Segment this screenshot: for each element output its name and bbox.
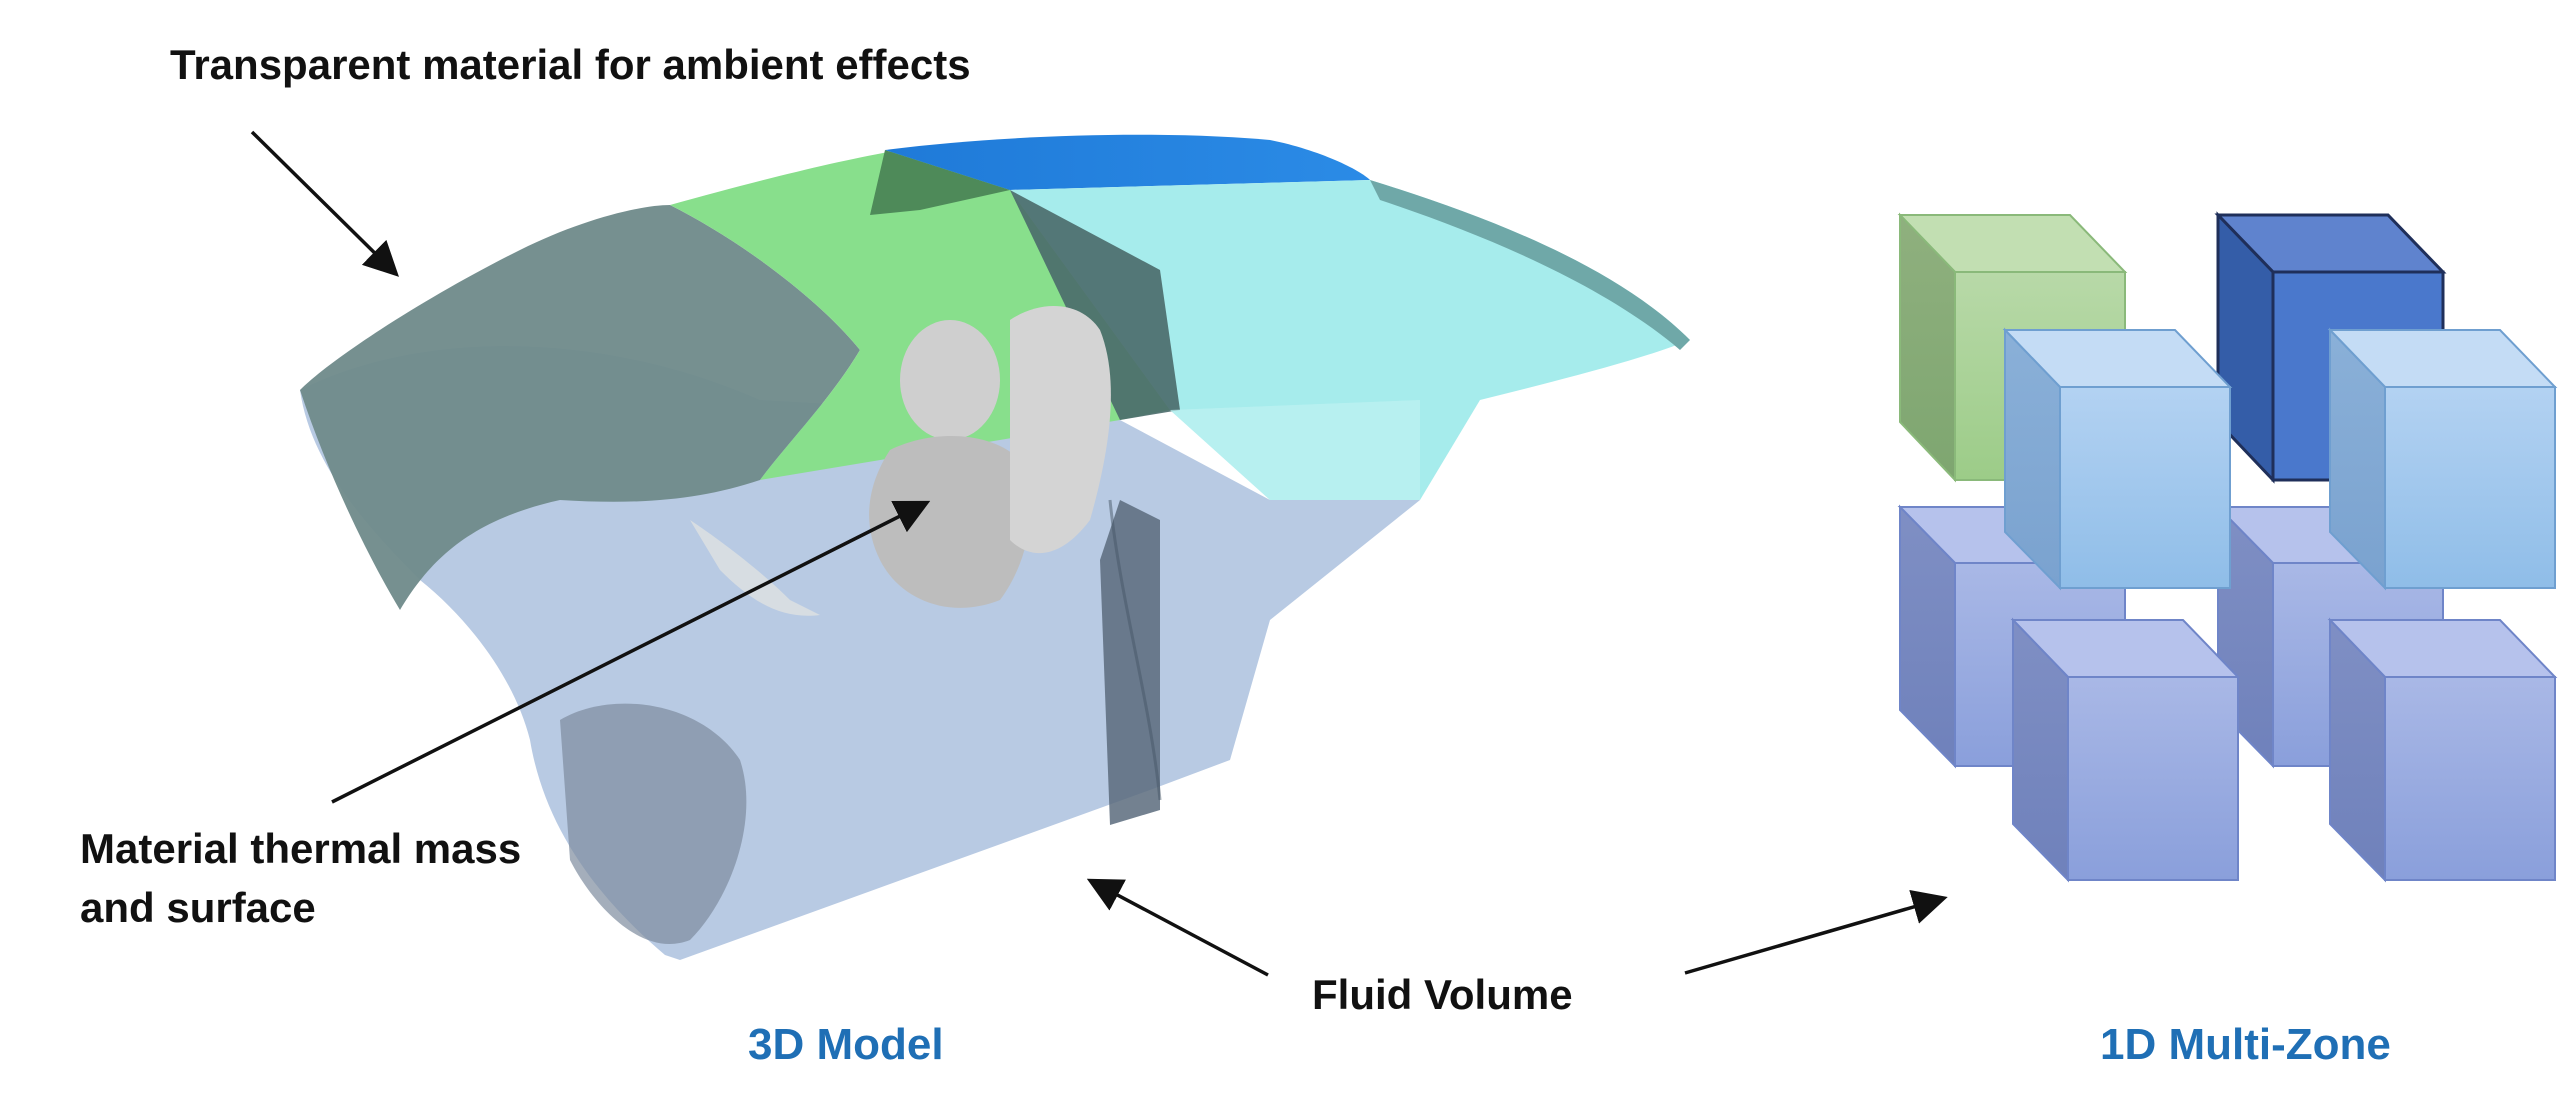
cabin-rear-edge	[1370, 180, 1690, 350]
cabin-3d-model	[300, 134, 1690, 960]
zone-cube-light-blue-left	[2002, 327, 2233, 591]
annotation-transparent-material: Transparent material for ambient effects	[170, 41, 971, 88]
cabin-front-windshield	[300, 205, 860, 610]
cabin-steering-wheel	[690, 520, 820, 616]
cabin-rear-glass	[1010, 190, 1180, 420]
cabin-roof-blue	[885, 134, 1370, 190]
annotation-fluid-volume: Fluid Volume	[1312, 971, 1573, 1018]
cabin-rear-pillar	[1100, 500, 1160, 825]
annotation-thermal-mass-line1: Material thermal mass	[80, 825, 522, 872]
zone-cube-periwinkle-front-left	[2010, 617, 2241, 883]
zone-cube-light-blue-right	[2327, 327, 2558, 591]
cabin-front-seat-base	[560, 703, 747, 944]
arrow-thermal-mass	[331, 500, 931, 804]
arrow-fluid-volume-1d	[1684, 889, 1948, 975]
cabin-rear-interior	[1170, 400, 1420, 500]
annotation-thermal-mass-line2: and surface	[80, 883, 316, 931]
cabin-roof-green-shade	[870, 150, 1010, 215]
cabin-rear-cyan	[1010, 180, 1690, 500]
arrow-transparent-material	[250, 130, 399, 277]
multi-zone-1d-diagram	[1897, 211, 2558, 883]
cabin-door-line	[1108, 499, 1162, 801]
arrow-fluid-volume-3d	[1086, 878, 1269, 977]
zone-cube-periwinkle-front-right	[2327, 617, 2558, 883]
annotation-thermal-mass: Material thermal mass and surface	[80, 820, 521, 938]
caption-3d-model: 3D Model	[748, 1020, 944, 1069]
occupant-mannequin	[869, 306, 1111, 608]
caption-1d-multi-zone: 1D Multi-Zone	[2100, 1020, 2391, 1069]
